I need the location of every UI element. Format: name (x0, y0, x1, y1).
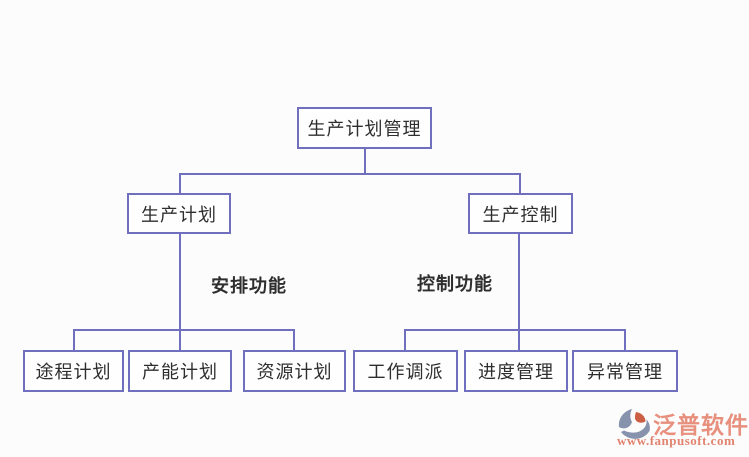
fanpu-brand-name: 泛普软件 (653, 413, 749, 438)
connector-drop-leaf1 (73, 329, 75, 351)
node-production-plan: 生产计划 (127, 193, 231, 234)
leaf-node-exception-management: 异常管理 (572, 350, 678, 392)
connector-drop-leaf4 (404, 329, 406, 351)
fanpu-logo-icon (618, 409, 650, 439)
leaf-node-capacity-plan: 产能计划 (128, 350, 232, 392)
connector-top-horizontal (179, 173, 521, 175)
connector-control-down (518, 233, 520, 351)
connector-drop-control (519, 173, 521, 194)
branch-label-arrange-function: 安排功能 (211, 276, 287, 296)
branch-label-control-function: 控制功能 (417, 274, 493, 294)
connector-root-down (364, 149, 366, 175)
node-production-control: 生产控制 (468, 193, 573, 234)
leaf-node-progress-management: 进度管理 (464, 350, 568, 392)
fanpu-watermark: 泛普软件 www.fanpusoft.com (616, 405, 749, 451)
leaf-node-work-dispatch: 工作调派 (353, 350, 458, 392)
fanpu-brand-url: www.fanpusoft.com (617, 433, 736, 448)
connector-left-group-horizontal (73, 329, 295, 331)
connector-right-group-horizontal (404, 329, 626, 331)
connector-plan-down (179, 233, 181, 351)
node-production-plan-management: 生产计划管理 (297, 107, 432, 149)
connector-drop-plan (179, 173, 181, 194)
leaf-node-resource-plan: 资源计划 (243, 350, 346, 392)
connector-drop-leaf3 (293, 329, 295, 351)
leaf-node-route-plan: 途程计划 (23, 350, 124, 392)
connector-drop-leaf6 (624, 329, 626, 351)
